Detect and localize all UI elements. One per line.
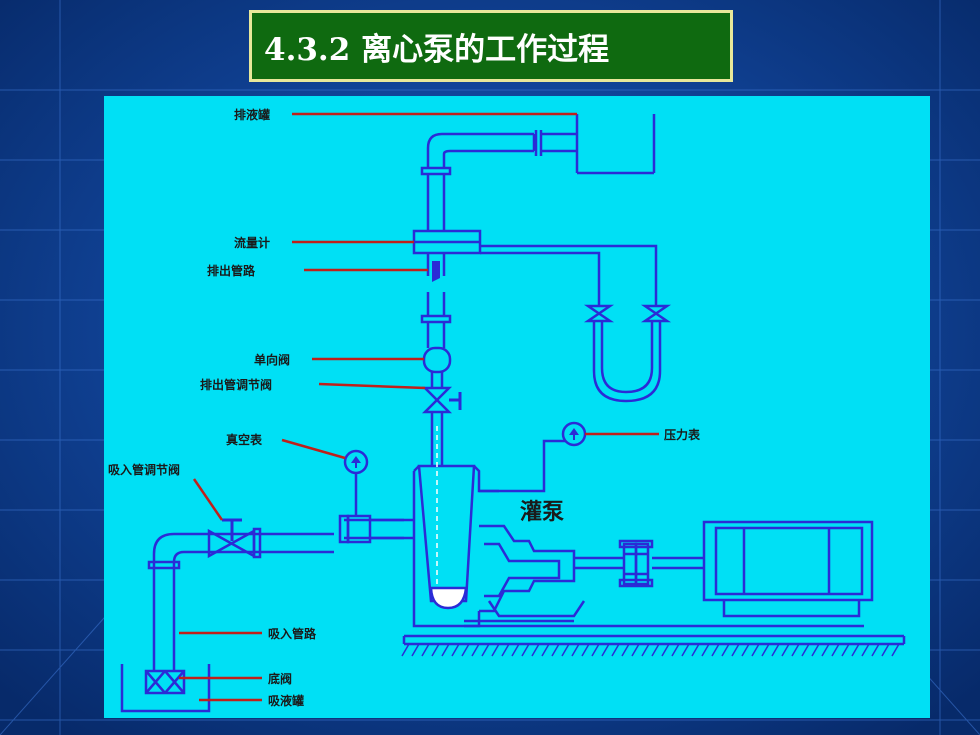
- suction-pipe: [147, 532, 204, 656]
- foot-valve: [144, 656, 186, 695]
- label-flowmeter: 流量计: [234, 235, 270, 250]
- manometer-valve-1: [583, 304, 615, 323]
- suction-regulating-valve: [204, 518, 334, 559]
- pipe-flange: [420, 166, 452, 176]
- label-suction-tank: 吸液罐: [268, 693, 304, 708]
- pressure-gauge: [561, 421, 587, 447]
- u-tube-manometer: [592, 321, 662, 403]
- label-discharge-pipe: 排出管路: [207, 263, 256, 278]
- discharge-regulating-valve: [421, 386, 462, 414]
- suction-tank: [120, 664, 211, 713]
- priming-liquid: [429, 586, 468, 610]
- manometer-line-2: [480, 244, 658, 306]
- check-valve: [422, 346, 452, 374]
- label-pressure-gauge: 压力表: [664, 427, 701, 442]
- slide-title-box: 4.3.2 离心泵的工作过程: [249, 10, 733, 82]
- label-priming: 灌泵: [520, 499, 564, 525]
- centrifugal-pump-diagram: 排液罐 流量计 排出管路 单向阀 排出管调节阀 真空表 吸入管调节阀 压力表 灌…: [108, 107, 906, 713]
- pump-casing: [412, 464, 499, 628]
- label-suction-pipe: 吸入管路: [268, 626, 317, 641]
- vacuum-gauge: [343, 449, 369, 475]
- label-check-valve: 单向阀: [254, 352, 290, 367]
- slide-title: 4.3.2 离心泵的工作过程: [264, 31, 610, 68]
- coupling: [622, 542, 638, 586]
- discharge-tank: [575, 114, 656, 175]
- label-discharge-valve: 排出管调节阀: [200, 377, 272, 392]
- pump-base: [402, 600, 906, 646]
- label-discharge-tank: 排液罐: [234, 107, 270, 122]
- manometer-line-1: [480, 251, 601, 306]
- pump-bearing-housing: [479, 524, 576, 613]
- leader-lines: [179, 112, 659, 702]
- label-vacuum-gauge: 真空表: [226, 432, 263, 447]
- label-suction-valve: 吸入管调节阀: [108, 462, 180, 477]
- pressure-gauge-line: [479, 439, 574, 493]
- motor: [702, 520, 874, 618]
- vacuum-gauge-tap: [346, 514, 372, 544]
- ground-hatching: [401, 643, 900, 657]
- label-foot-valve: 底阀: [268, 671, 292, 686]
- discharge-pipe-top: [426, 130, 577, 168]
- diagram-panel: [104, 96, 930, 718]
- manometer-valve-2: [640, 304, 672, 323]
